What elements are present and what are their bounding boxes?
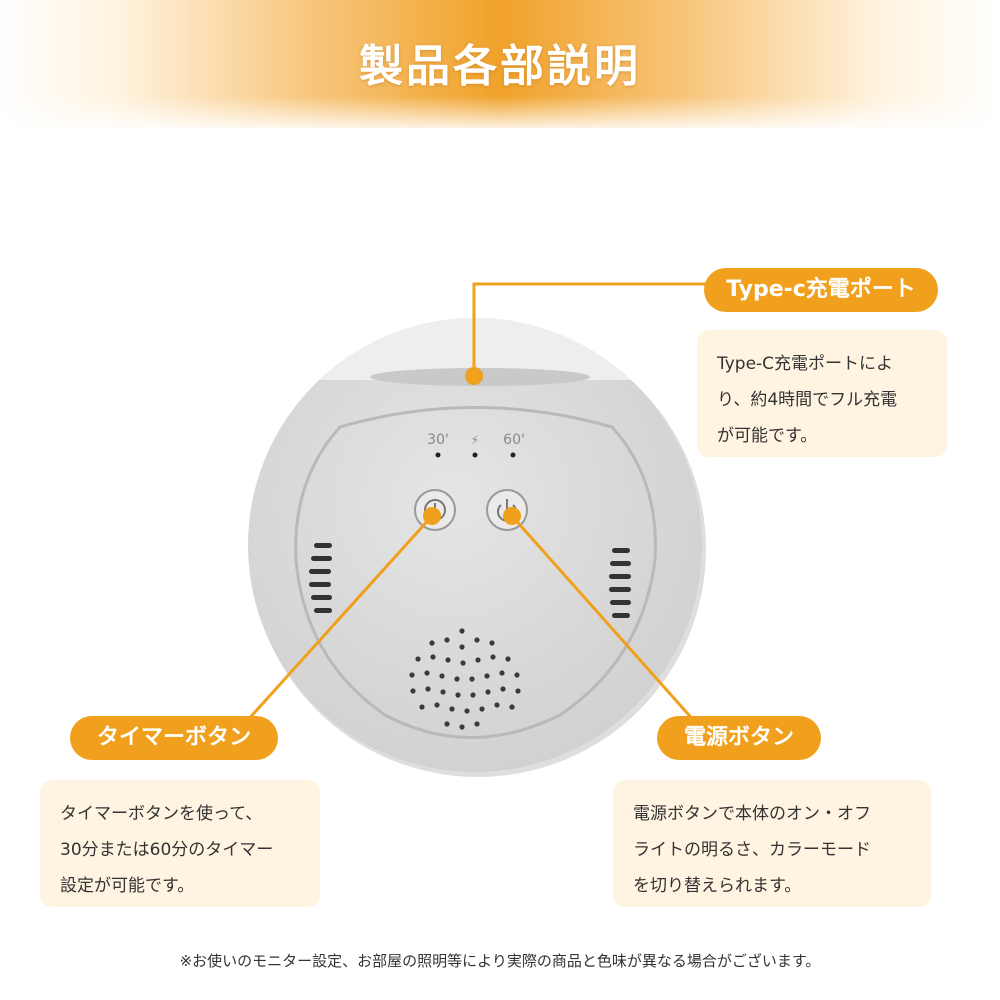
type-c-port-label: Type-c充電ポート: [704, 268, 938, 312]
power-button-label: 電源ボタン: [657, 716, 821, 760]
indicator-light-60: [510, 452, 516, 458]
leader-line-power: [510, 515, 698, 724]
pointer-dot-type-c: [465, 367, 483, 385]
description-line: タイマーボタンを使って、: [60, 804, 263, 824]
device-body: [248, 318, 702, 772]
indicator-label-60: 60': [503, 432, 525, 448]
charge-icon: ⚡: [471, 433, 479, 447]
pointer-dot-power: [503, 507, 521, 525]
leader-line-timer: [244, 514, 434, 724]
description-line: Type-C充電ポートによ: [717, 354, 894, 374]
inner-panel: [294, 406, 657, 739]
description-line: り、約4時間でフル充電: [717, 390, 898, 410]
power-button-description: 電源ボタンで本体のオン・オフ ライトの明るさ、カラーモード を切り替えられます。: [613, 780, 931, 907]
speaker-grille: [409, 628, 521, 730]
vent-slots-left: [309, 543, 332, 613]
vent-slots-right: [609, 548, 631, 618]
indicator-light-30: [435, 452, 441, 458]
page-title: 製品各部説明: [359, 41, 641, 92]
description-line: 30分または60分のタイマー: [60, 840, 274, 860]
pointer-dot-timer: [423, 507, 441, 525]
description-line: 電源ボタンで本体のオン・オフ: [633, 804, 871, 824]
indicator-light-charge: [472, 452, 478, 458]
description-line: を切り替えられます。: [633, 876, 802, 896]
header-banner: [0, 0, 1000, 128]
leader-line-type-c: [472, 282, 712, 376]
description-line: が可能です。: [717, 426, 818, 446]
disclaimer-footnote: ※お使いのモニター設定、お部屋の照明等により実際の商品と色味が異なる場合がござい…: [179, 952, 821, 970]
indicator-label-30: 30': [427, 432, 449, 448]
timer-button-label: タイマーボタン: [70, 716, 278, 760]
description-line: 設定が可能です。: [60, 876, 195, 896]
timer-button-description: タイマーボタンを使って、 30分または60分のタイマー 設定が可能です。: [40, 780, 320, 907]
type-c-port-description: Type-C充電ポートによ り、約4時間でフル充電 が可能です。: [697, 330, 947, 457]
description-line: ライトの明るさ、カラーモード: [633, 840, 871, 860]
leader-lines: [244, 282, 712, 724]
